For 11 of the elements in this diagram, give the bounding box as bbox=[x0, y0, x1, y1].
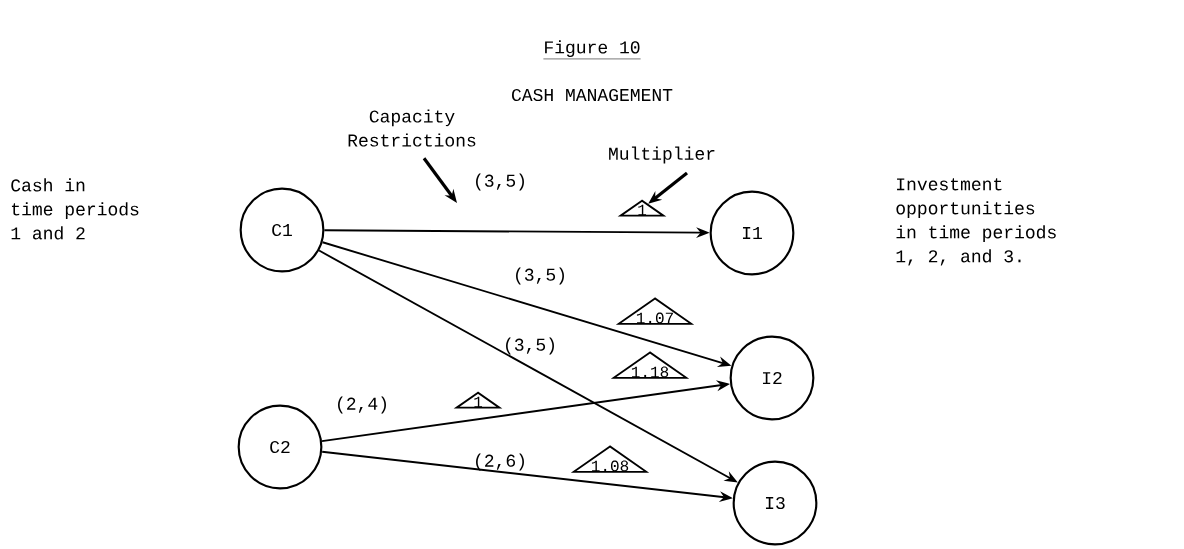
edge-label: (2,6) bbox=[476, 453, 524, 471]
side-note: Investment opportunities in time periods 1, 2, and 3. bbox=[896, 178, 1056, 266]
edge-label: (3,5) bbox=[476, 173, 524, 191]
callout-text: Capacity Restrictions bbox=[348, 109, 476, 147]
edge-label: (2,4) bbox=[338, 396, 386, 414]
callout-text: Multiplier bbox=[609, 146, 715, 164]
side-note: Cash in time periods 1 and 2 bbox=[11, 178, 139, 240]
edge-label: (3,5) bbox=[516, 267, 564, 285]
edge-label: (3,5) bbox=[506, 337, 554, 355]
figure-title: Figure 10 bbox=[543, 40, 641, 60]
heading: CASH MANAGEMENT bbox=[512, 88, 673, 102]
